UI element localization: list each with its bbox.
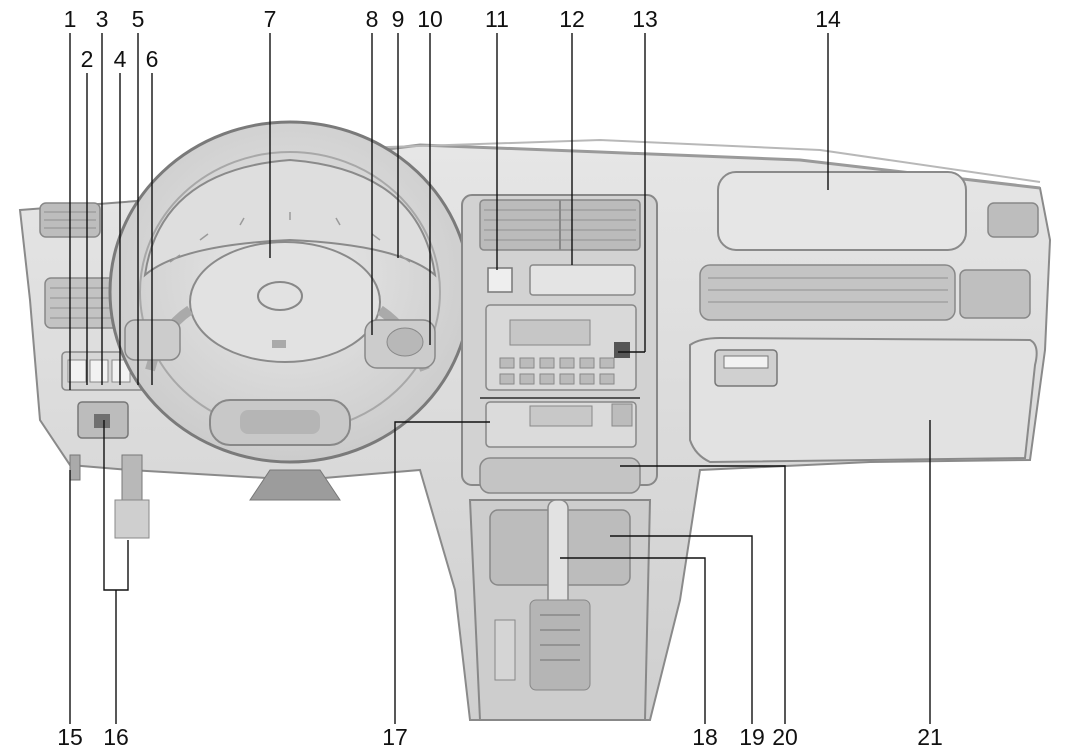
callout-19: 19: [739, 724, 765, 750]
callout-14: 14: [815, 6, 841, 32]
passenger-airbag: [717, 171, 967, 251]
callout-16: 16: [103, 724, 129, 750]
callout-7: 7: [264, 6, 277, 32]
callout-2: 2: [81, 46, 94, 72]
callout-1: 1: [64, 6, 77, 32]
logo-emblem: [257, 281, 303, 311]
dashboard-illustration: [18, 120, 1052, 721]
callout-5: 5: [132, 6, 145, 32]
callout-10: 10: [417, 6, 443, 32]
callout-3: 3: [96, 6, 109, 32]
callout-20: 20: [772, 724, 798, 750]
callout-8: 8: [366, 6, 379, 32]
ashtray: [479, 457, 641, 494]
callout-18: 18: [692, 724, 718, 750]
callout-12: 12: [559, 6, 585, 32]
hazard-switch: [487, 267, 513, 293]
callout-numbers: 1 2 3 4 5 6 7 8 9 10 11 12 13 14 15 16 1…: [57, 6, 943, 750]
callout-15: 15: [57, 724, 83, 750]
clock-display: [529, 264, 636, 296]
callout-17: 17: [382, 724, 408, 750]
callout-21: 21: [917, 724, 943, 750]
callout-13: 13: [632, 6, 658, 32]
callout-9: 9: [392, 6, 405, 32]
airbag-hub: [189, 241, 381, 363]
leader-lines: [69, 33, 931, 724]
callout-6: 6: [146, 46, 159, 72]
callout-11: 11: [485, 6, 509, 32]
right-side-vent: [987, 202, 1039, 238]
right-center-vent: [699, 264, 956, 321]
callout-4: 4: [114, 46, 127, 72]
